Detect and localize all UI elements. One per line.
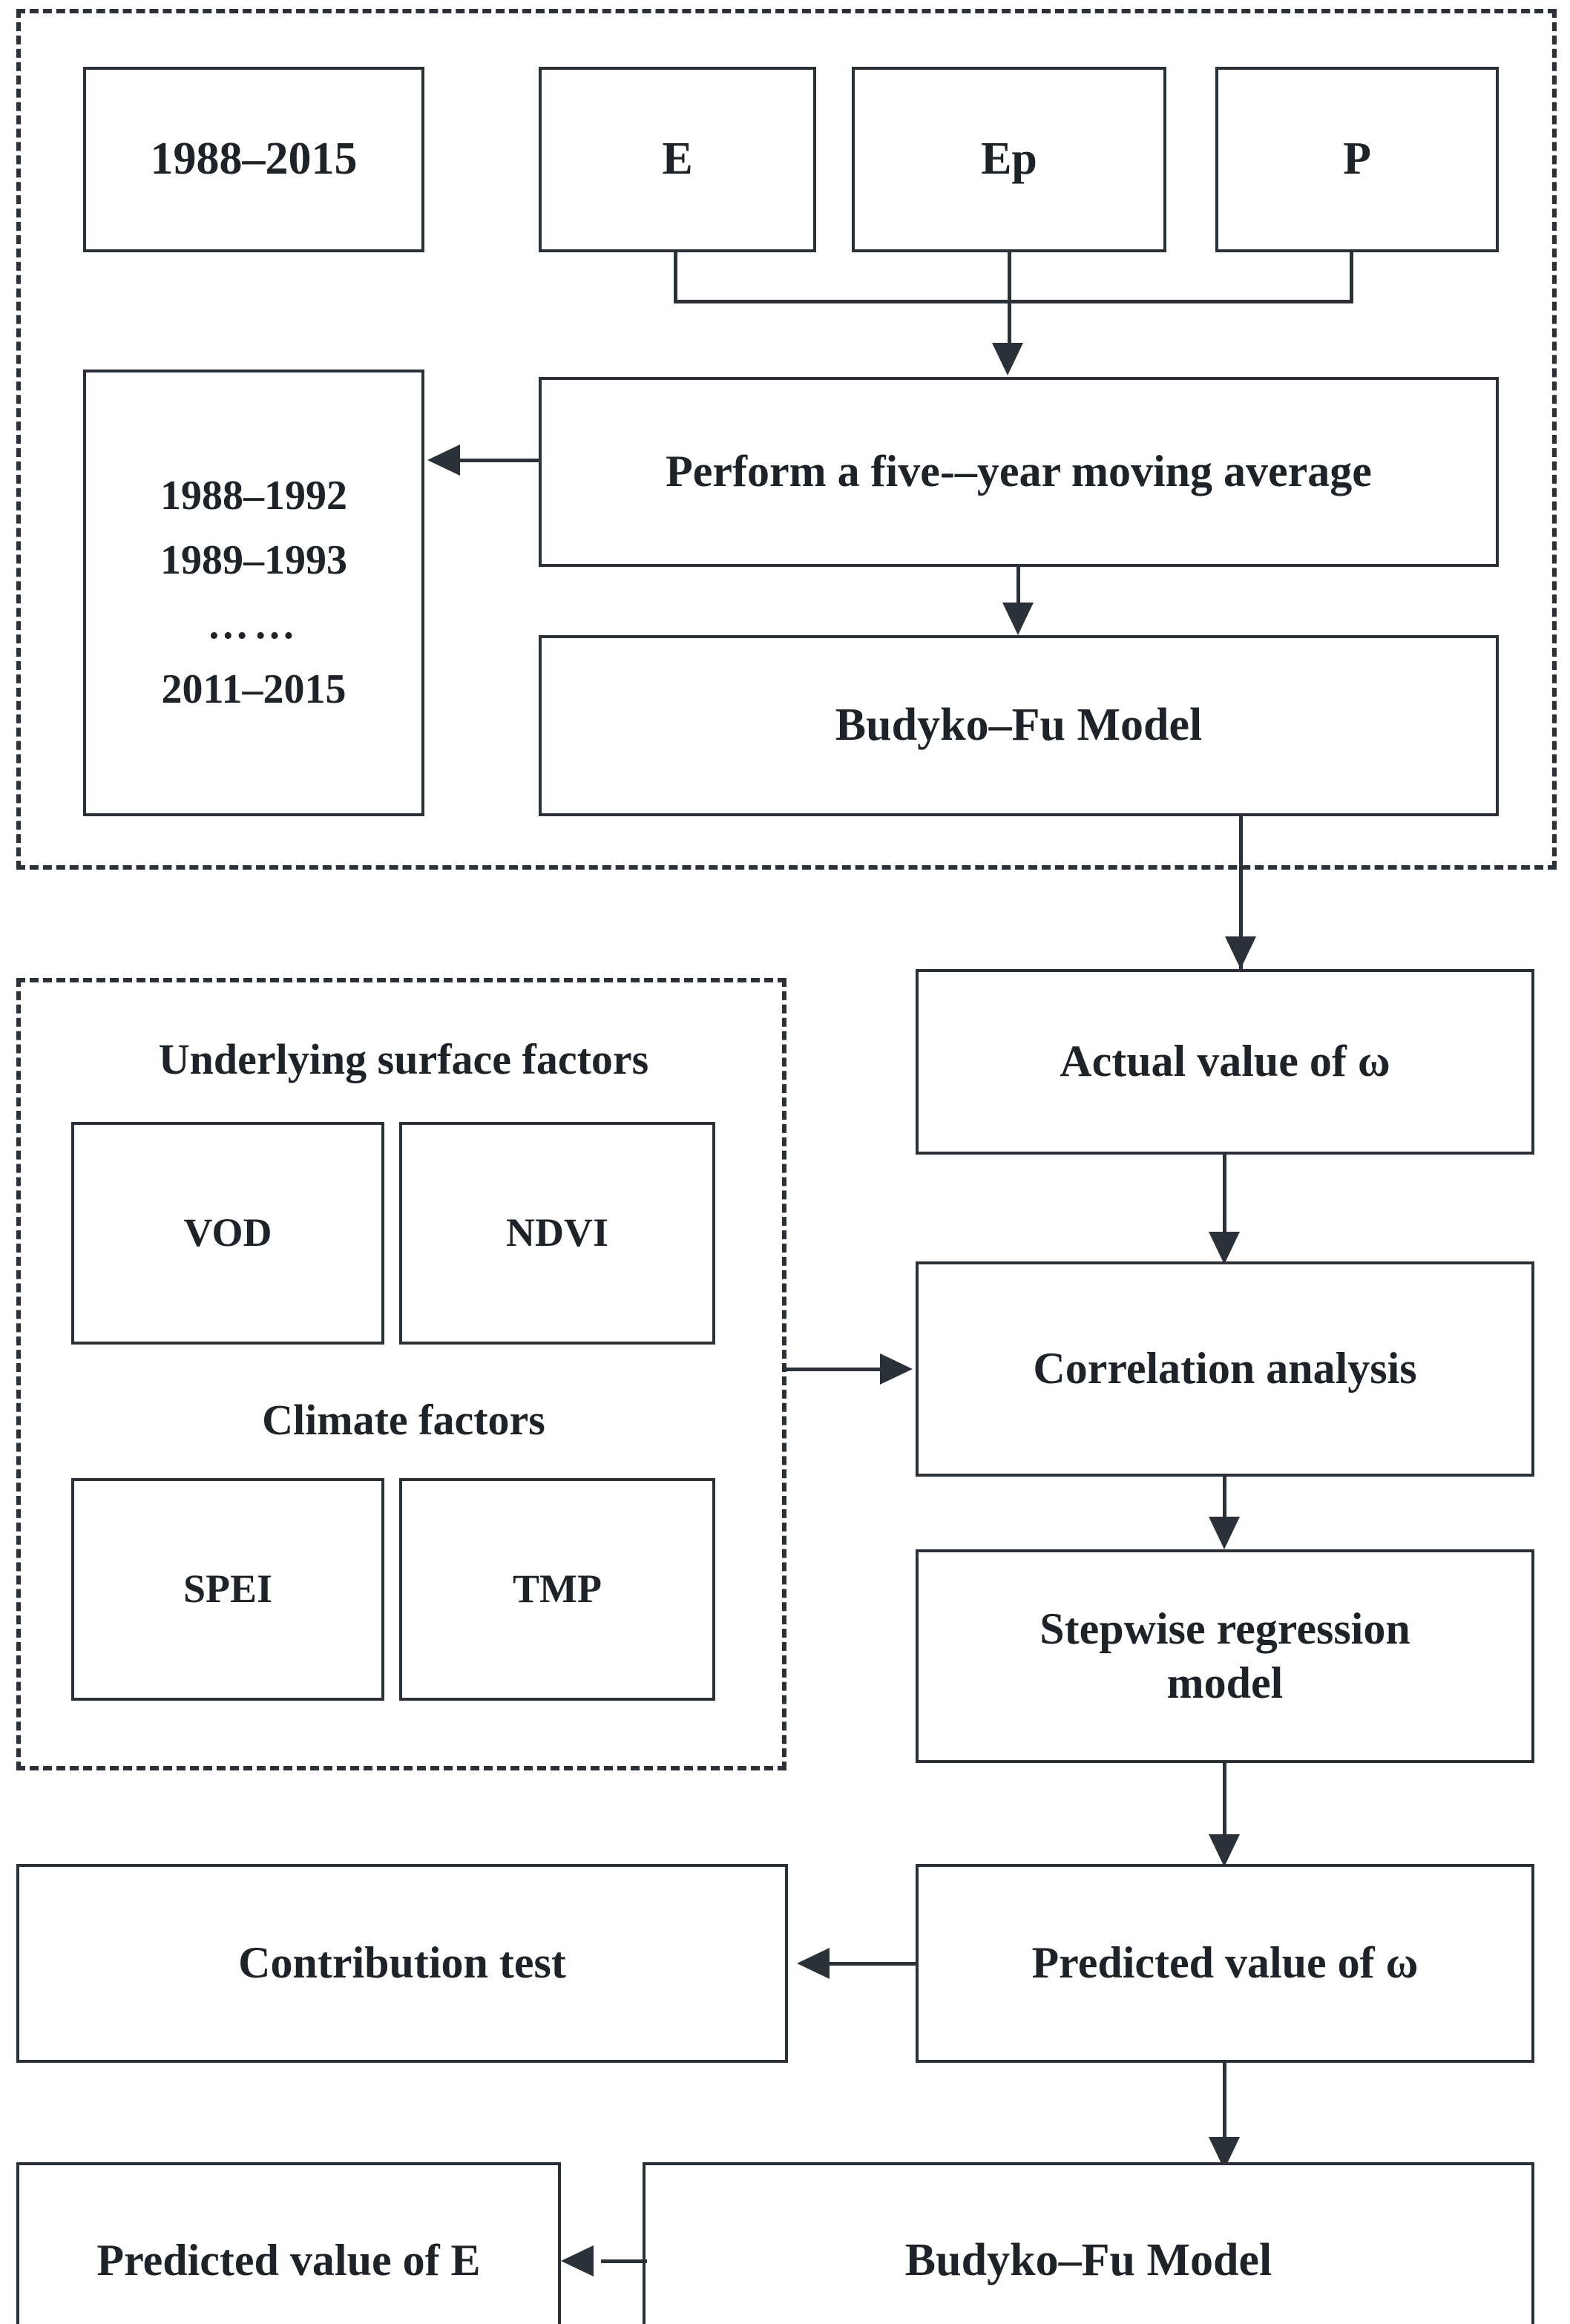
node-budyko-fu-bottom[interactable]: Budyko–Fu Model — [643, 2162, 1534, 2324]
node-period[interactable]: 1988–2015 — [83, 67, 424, 252]
node-precipitation-label: P — [1343, 134, 1371, 185]
underlying-surface-factors-label: Underlying surface factors — [158, 1035, 649, 1083]
node-tmp-label: TMP — [513, 1566, 602, 1612]
edge-actual-to-correlation — [1223, 1155, 1226, 1235]
edge-bus-horizontal — [674, 300, 1353, 303]
stepwise-line-2: model — [1166, 1658, 1284, 1707]
arrow-into-actual-omega — [1225, 936, 1256, 969]
node-predicted-e[interactable]: Predicted value of E — [16, 2162, 561, 2324]
node-contribution-test[interactable]: Contribution test — [16, 1864, 788, 2063]
node-correlation-analysis[interactable]: Correlation analysis — [916, 1261, 1534, 1477]
node-correlation-analysis-label: Correlation analysis — [1033, 1344, 1417, 1394]
arrow-into-moving-average — [992, 343, 1023, 375]
node-evaporation[interactable]: E — [539, 67, 816, 252]
arrow-into-correlation-analysis — [880, 1353, 913, 1385]
node-budyko-fu-top-label: Budyko–Fu Model — [835, 700, 1203, 751]
window-line-4: 2011–2015 — [161, 666, 346, 712]
edge-predictedomega-to-contribution — [830, 1962, 919, 1966]
window-line-2: 1989–1993 — [160, 537, 347, 584]
arrow-into-correlation-from-actual — [1209, 1232, 1240, 1264]
node-predicted-e-label: Predicted value of E — [96, 2236, 481, 2285]
node-stepwise-regression-text: Stepwise regression model — [919, 1602, 1531, 1710]
node-vod[interactable]: VOD — [71, 1122, 384, 1345]
edge-p-vertical — [1350, 252, 1353, 303]
node-predicted-omega[interactable]: Predicted value of ω — [916, 1864, 1534, 2063]
node-precipitation[interactable]: P — [1215, 67, 1499, 252]
edge-factors-to-correlation — [786, 1368, 883, 1371]
arrow-into-budyko-top — [1002, 603, 1034, 635]
edge-budykotop-to-actual — [1239, 816, 1243, 972]
node-tmp[interactable]: TMP — [399, 1478, 715, 1701]
arrow-into-stepwise — [1209, 1517, 1240, 1549]
arrow-into-predicted-omega — [1209, 1834, 1240, 1867]
data-preprocessing-group — [16, 9, 1557, 870]
arrow-into-windows — [427, 444, 460, 476]
window-line-3: …… — [207, 602, 300, 648]
node-actual-omega-label: Actual value of ω — [1060, 1037, 1390, 1086]
edge-predictedomega-to-budyko-bottom — [1223, 2063, 1226, 2140]
node-ndvi[interactable]: NDVI — [399, 1122, 715, 1345]
node-budyko-fu-top[interactable]: Budyko–Fu Model — [539, 635, 1499, 816]
node-spei-label: SPEI — [183, 1566, 273, 1612]
node-potential-evaporation[interactable]: Ep — [852, 67, 1166, 252]
stepwise-line-1: Stepwise regression — [1039, 1604, 1410, 1653]
node-moving-windows[interactable]: 1988–1992 1989–1993 …… 2011–2015 — [83, 370, 424, 816]
edge-e-vertical — [674, 252, 677, 303]
arrow-into-contribution-test — [797, 1948, 830, 1979]
edge-correlation-to-stepwise — [1223, 1477, 1226, 1520]
node-spei[interactable]: SPEI — [71, 1478, 384, 1701]
node-ndvi-label: NDVI — [505, 1210, 608, 1255]
node-potential-evaporation-label: Ep — [981, 134, 1037, 185]
node-actual-omega[interactable]: Actual value of ω — [916, 969, 1534, 1155]
node-period-label: 1988–2015 — [150, 134, 358, 185]
node-evaporation-label: E — [662, 134, 693, 185]
node-moving-windows-text: 1988–1992 1989–1993 …… 2011–2015 — [86, 464, 421, 721]
edge-stepwise-to-predicted-omega — [1223, 1763, 1226, 1837]
climate-factors-label: Climate factors — [262, 1396, 545, 1444]
edge-movingavg-to-windows — [460, 459, 542, 462]
node-contribution-test-label: Contribution test — [238, 1938, 566, 1988]
edge-movingavg-to-budyko — [1016, 567, 1020, 605]
node-moving-average-label: Perform a five-–year moving average — [666, 447, 1372, 496]
edge-ep-vertical — [1008, 252, 1011, 347]
node-predicted-omega-label: Predicted value of ω — [1031, 1938, 1419, 1988]
node-vod-label: VOD — [183, 1210, 272, 1255]
node-stepwise-regression[interactable]: Stepwise regression model — [916, 1549, 1534, 1763]
arrow-into-predicted-e — [561, 2245, 594, 2277]
node-budyko-fu-bottom-label: Budyko–Fu Model — [904, 2235, 1272, 2286]
edge-budykobottom-to-predicted-e — [601, 2259, 647, 2263]
window-line-1: 1988–1992 — [160, 473, 347, 519]
node-moving-average[interactable]: Perform a five-–year moving average — [539, 377, 1499, 567]
influencing-factors-group — [16, 978, 786, 1770]
